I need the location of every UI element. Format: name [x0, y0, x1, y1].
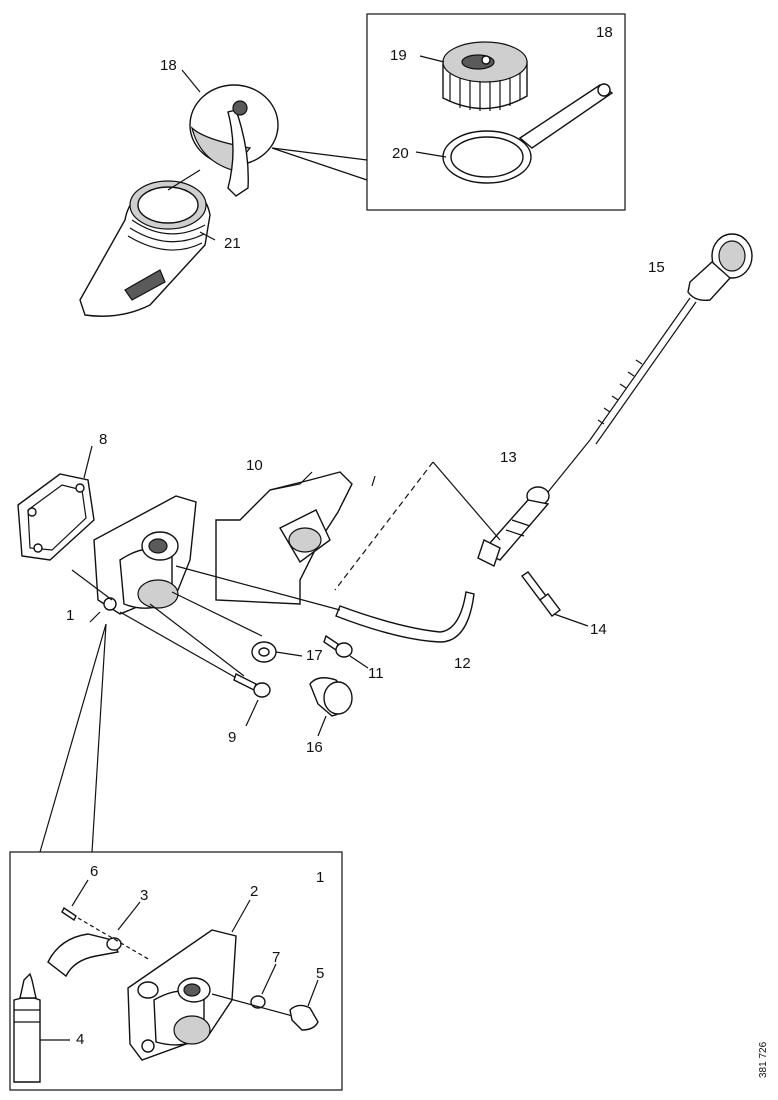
callout-12: 12 [454, 655, 471, 672]
inset-cap-tag: 18 [596, 24, 613, 41]
callout-20: 20 [392, 145, 409, 162]
part-3-breather [47, 933, 122, 978]
inset-housing-detail: 1 [9, 851, 343, 1091]
callout-4: 4 [76, 1031, 84, 1048]
part-5-plug [289, 1004, 319, 1031]
part-11-screw [323, 634, 353, 658]
part-8-gasket-plate [17, 473, 95, 561]
part-4-sealant-tube [13, 972, 41, 1083]
figure-reference: 381 726 [758, 1041, 769, 1078]
callout-15: 15 [648, 259, 665, 276]
callout-21: 21 [224, 235, 241, 252]
callout-7: 7 [272, 949, 280, 966]
inset-cap-frame [366, 13, 626, 211]
callout-13: 13 [500, 449, 517, 466]
callout-1: 1 [66, 607, 74, 624]
callout-17: 17 [306, 647, 323, 664]
part-13-guide [477, 486, 550, 567]
part-6-bolt [61, 906, 77, 922]
inset-cap-detail: 18 [366, 13, 626, 211]
callout-5: 5 [316, 965, 324, 982]
part-2-housing [127, 929, 237, 1061]
inset-housing-tag: 1 [316, 869, 324, 886]
part-19-cap [442, 41, 528, 111]
callout-3: 3 [140, 887, 148, 904]
callout-16: 16 [306, 739, 323, 756]
part-20-seal-strap [442, 83, 614, 184]
part-15-dipstick [589, 233, 753, 445]
part-21-filler-neck [79, 180, 211, 317]
callout-6: 6 [90, 863, 98, 880]
callout-8: 8 [99, 431, 107, 448]
part-17-washer [251, 641, 277, 663]
callout-9: 9 [228, 729, 236, 746]
part-16-plug [309, 677, 353, 717]
callout-2: 2 [250, 883, 258, 900]
inset-housing-frame [9, 851, 343, 1091]
part-1-housing [93, 495, 197, 615]
callout-10: 10 [246, 457, 263, 474]
callout-18: 18 [160, 57, 177, 74]
part-10-bracket [215, 471, 353, 605]
part-9-bolt [233, 673, 271, 698]
part-12-pipe [335, 591, 475, 643]
callout-14: 14 [590, 621, 607, 638]
part-14-bolt [520, 571, 561, 617]
part-18-cap-assembly [189, 84, 279, 197]
callout-11: 11 [368, 665, 384, 682]
callout-19: 19 [390, 47, 407, 64]
